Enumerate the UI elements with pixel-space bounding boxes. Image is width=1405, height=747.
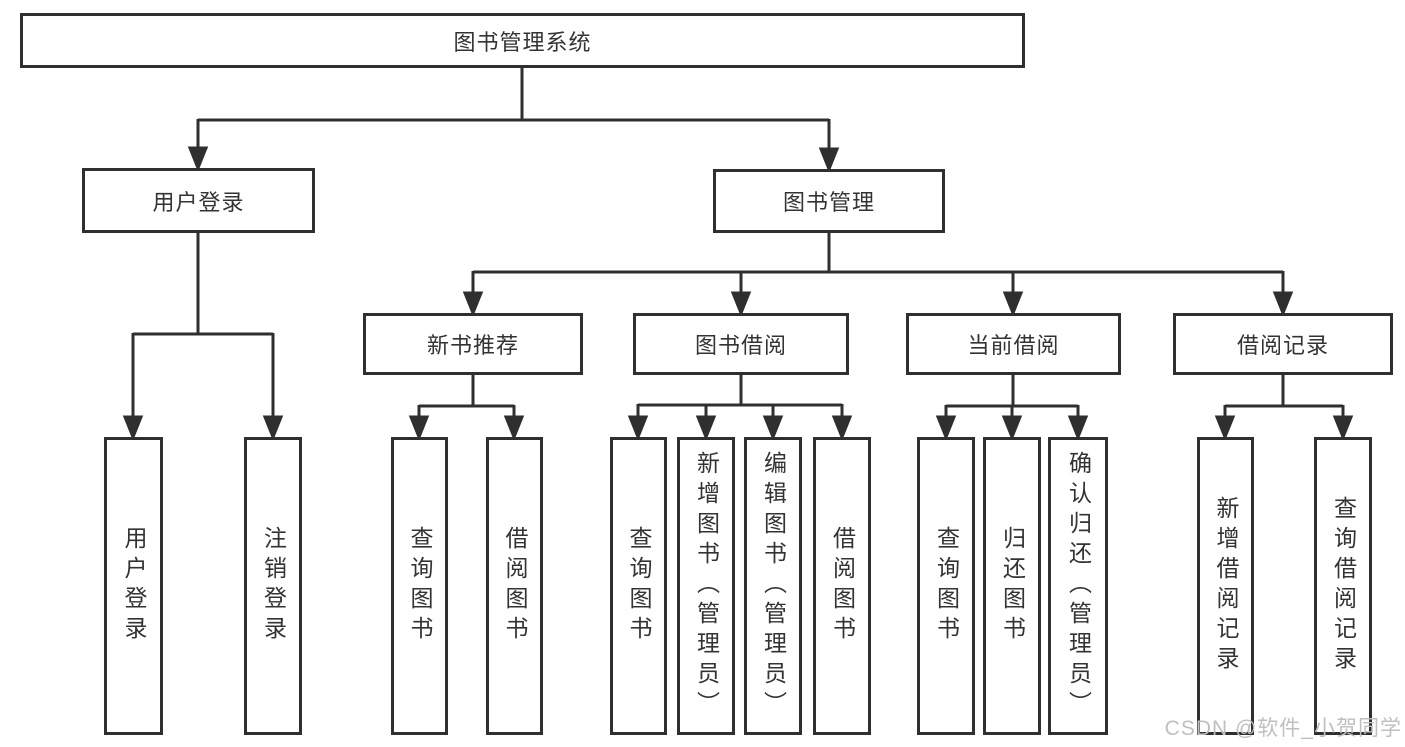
node-leaf-query-books-current: 查询图书 [917, 437, 975, 735]
node-book-borrowing: 图书借阅 [633, 313, 849, 375]
node-leaf-return-books-label: 归还图书 [999, 526, 1026, 646]
node-leaf-add-borrow-record: 新增借阅记录 [1197, 437, 1254, 735]
csdn-watermark: CSDN @软件_小贺同学 [1164, 717, 1402, 740]
node-leaf-confirm-return-admin: 确认归还（管理员） [1048, 437, 1108, 735]
node-leaf-borrow-books-recommend-label: 借阅图书 [502, 526, 528, 646]
node-leaf-user-login-label: 用户登录 [121, 526, 147, 646]
node-leaf-edit-books-admin: 编辑图书（管理员） [744, 437, 802, 735]
node-leaf-borrow-books: 借阅图书 [813, 437, 871, 735]
node-library-system-label: 图书管理系统 [453, 29, 592, 55]
node-leaf-query-books-recommend: 查询图书 [391, 437, 448, 735]
node-leaf-logout-label: 注销登录 [260, 526, 287, 646]
node-borrowing-records: 借阅记录 [1173, 313, 1393, 375]
node-book-borrowing-label: 图书借阅 [694, 333, 787, 358]
node-leaf-query-books-borrow: 查询图书 [610, 437, 667, 735]
node-user-login: 用户登录 [82, 168, 315, 233]
node-current-borrowing-label: 当前借阅 [967, 333, 1060, 358]
node-leaf-confirm-return-admin-label: 确认归还（管理员） [1065, 451, 1092, 721]
node-leaf-query-borrow-record-label: 查询借阅记录 [1330, 496, 1357, 676]
node-book-management-label: 图书管理 [782, 190, 875, 215]
node-leaf-user-login: 用户登录 [104, 437, 163, 735]
node-leaf-borrow-books-recommend: 借阅图书 [486, 437, 543, 735]
node-leaf-borrow-books-label: 借阅图书 [829, 526, 856, 646]
node-leaf-add-books-admin-label: 新增图书（管理员） [693, 451, 720, 721]
node-user-login-label: 用户登录 [152, 189, 245, 215]
node-leaf-logout: 注销登录 [244, 437, 302, 735]
node-new-book-recommendation-label: 新书推荐 [426, 333, 519, 358]
node-leaf-edit-books-admin-label: 编辑图书（管理员） [760, 451, 787, 721]
node-leaf-return-books: 归还图书 [983, 437, 1041, 735]
node-book-management: 图书管理 [713, 169, 945, 233]
node-leaf-add-books-admin: 新增图书（管理员） [677, 437, 735, 735]
node-leaf-query-books-current-label: 查询图书 [933, 526, 960, 646]
node-current-borrowing: 当前借阅 [906, 313, 1121, 375]
node-leaf-query-borrow-record: 查询借阅记录 [1314, 437, 1372, 735]
node-library-system: 图书管理系统 [20, 13, 1025, 68]
node-borrowing-records-label: 借阅记录 [1236, 333, 1329, 358]
node-leaf-query-books-recommend-label: 查询图书 [407, 526, 433, 646]
node-new-book-recommendation: 新书推荐 [363, 313, 583, 375]
node-leaf-add-borrow-record-label: 新增借阅记录 [1213, 496, 1239, 676]
node-leaf-query-books-borrow-label: 查询图书 [626, 526, 652, 646]
